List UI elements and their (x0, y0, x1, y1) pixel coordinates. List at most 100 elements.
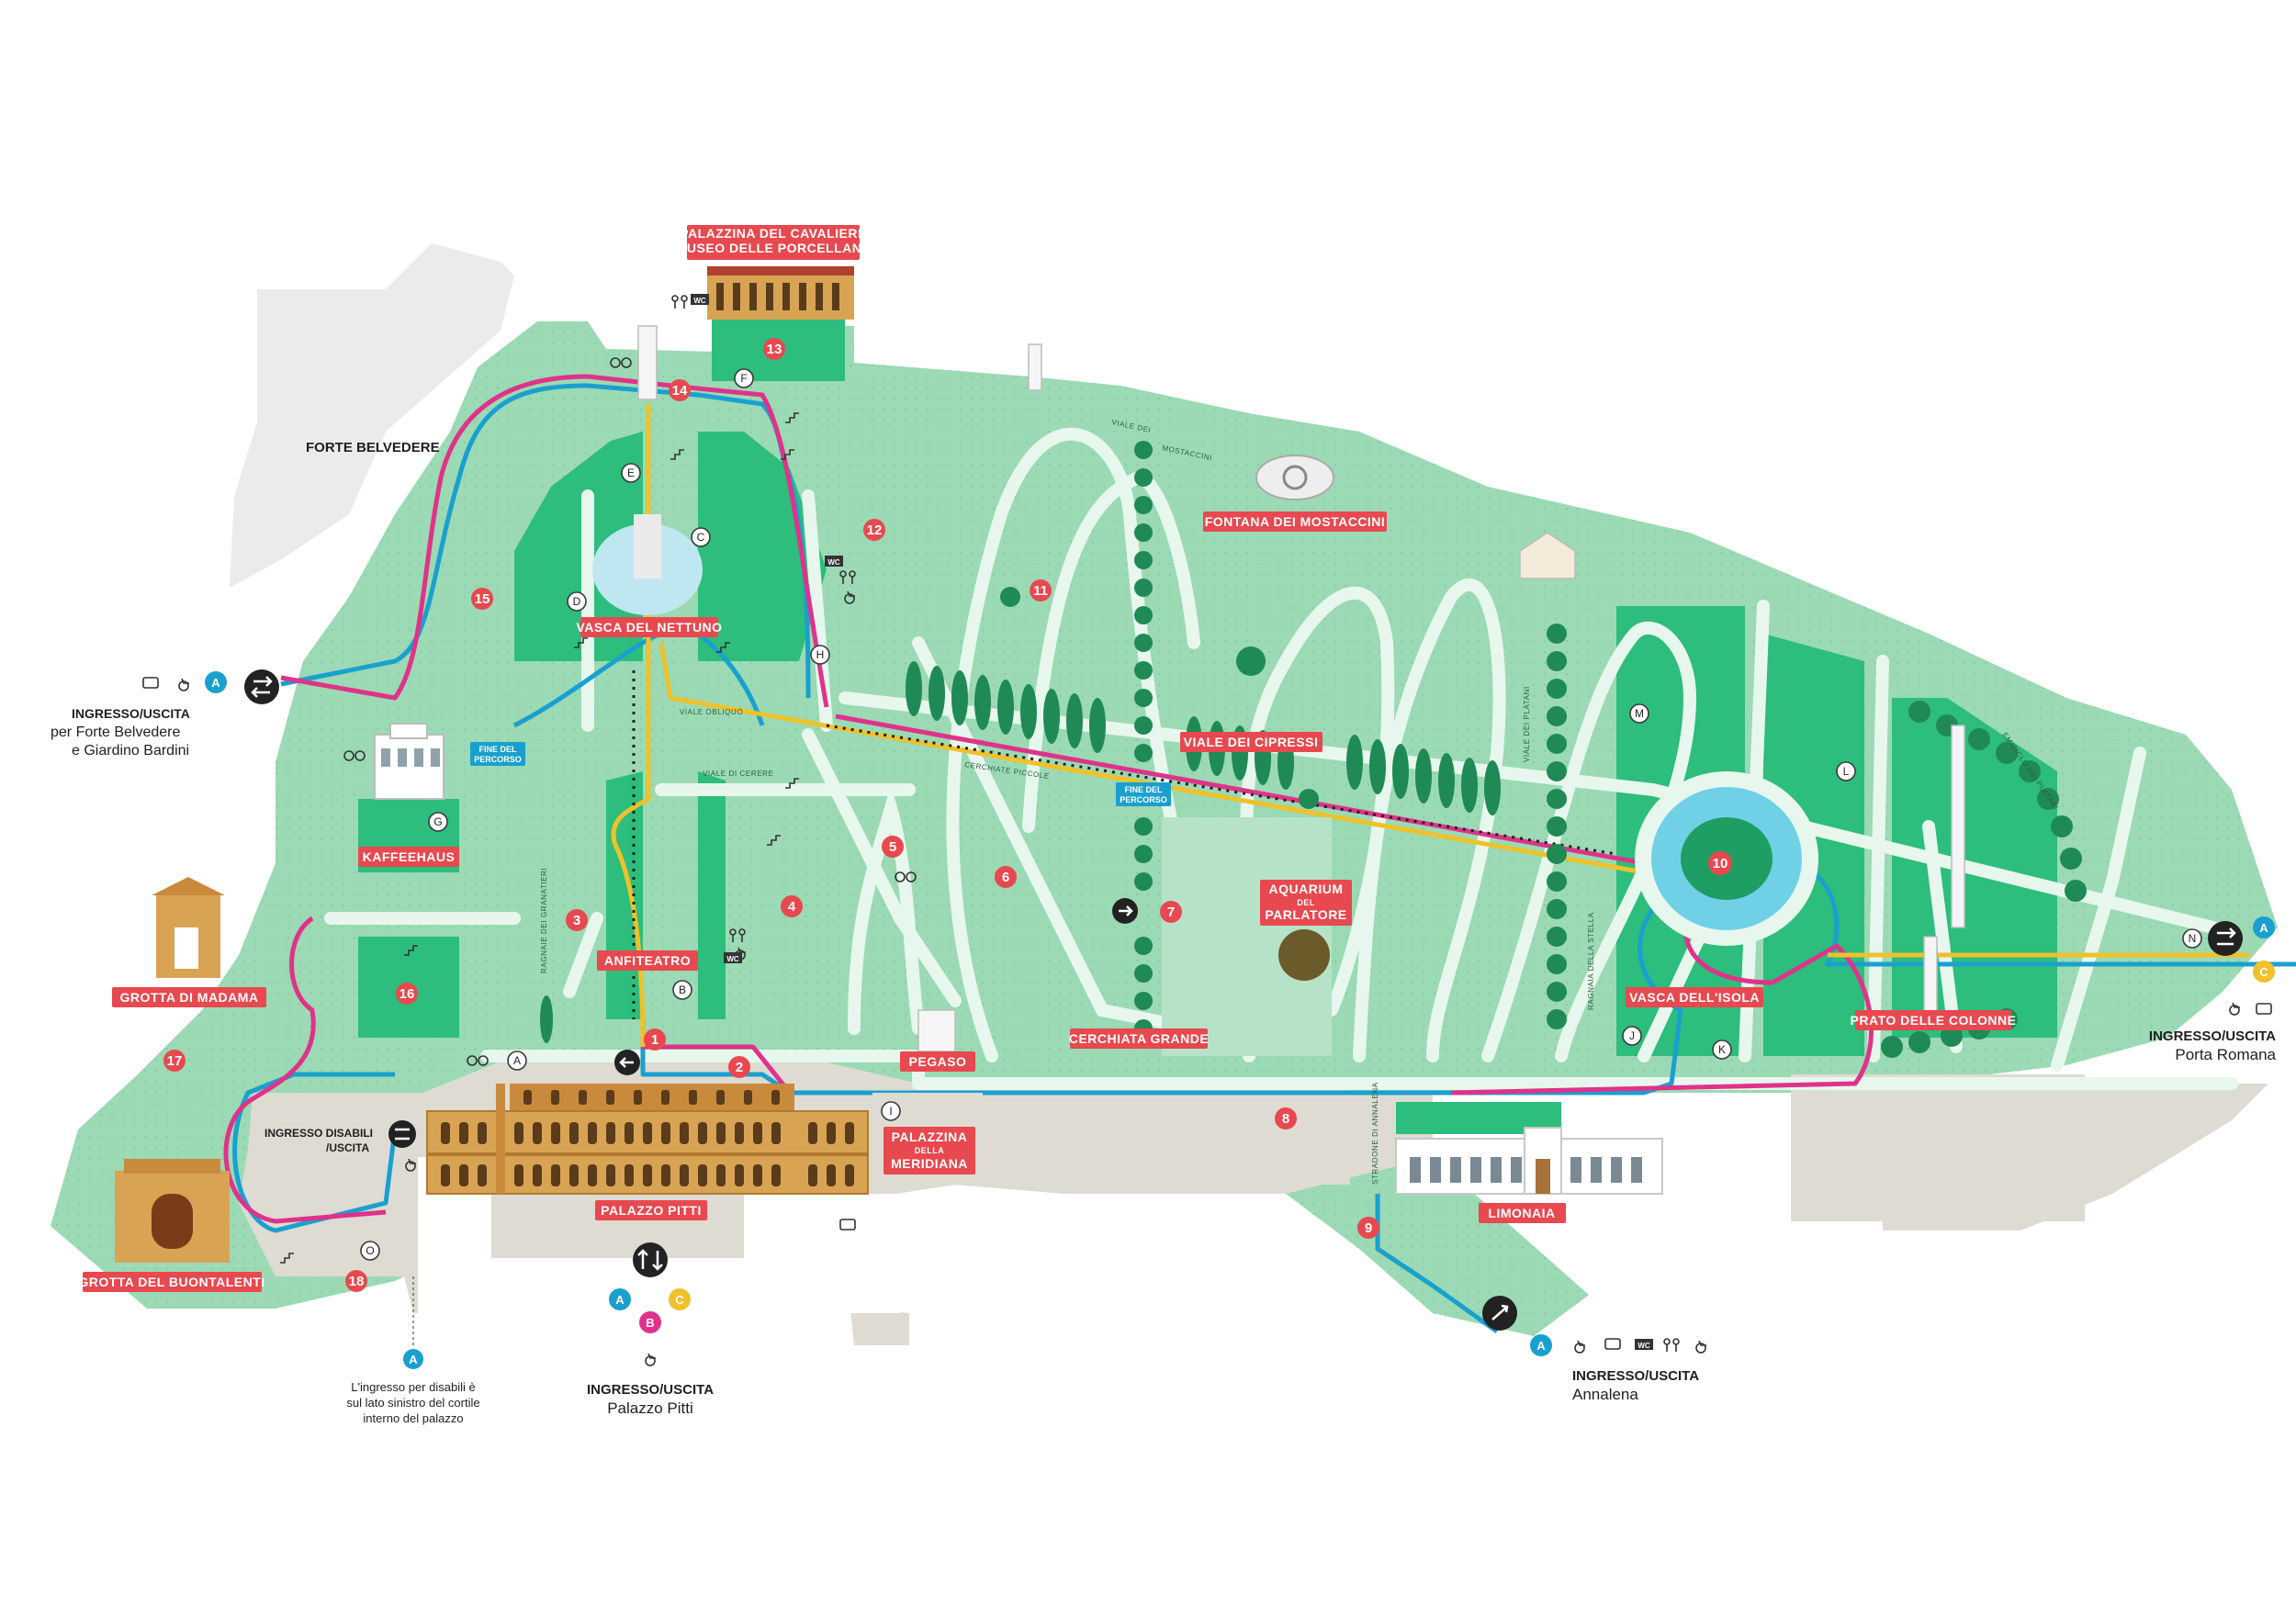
point-7[interactable]: 7 (1160, 901, 1182, 923)
wheelchair-icon (844, 590, 855, 604)
point-d[interactable]: D (567, 591, 587, 612)
point-j[interactable]: J (1622, 1026, 1642, 1046)
point-3[interactable]: 3 (566, 909, 588, 931)
label-aquarium: AQUARIUM DEL PARLATORE (1260, 880, 1352, 926)
svg-text:9: 9 (1365, 1220, 1372, 1236)
route-badge-a-romana: A (2253, 916, 2275, 938)
wc-icon: WC (691, 294, 709, 305)
point-8[interactable]: 8 (1275, 1107, 1297, 1129)
exit-arrows-icon[interactable] (1112, 898, 1138, 924)
point-n[interactable]: N (2182, 928, 2202, 949)
point-f[interactable]: F (734, 368, 754, 388)
exit-arrows-icon[interactable] (244, 669, 279, 704)
meridiana-text: MERIDIANA (891, 1156, 968, 1171)
wheelchair-icon (178, 678, 189, 691)
svg-text:A: A (1536, 1339, 1546, 1353)
route-badges: A A B C A A C A (205, 671, 2275, 1369)
entrance-pitti: INGRESSO/USCITA Palazzo Pitti (587, 1382, 714, 1417)
svg-text:RAGNAIE DEI GRANATIERI: RAGNAIE DEI GRANATIERI (540, 868, 548, 973)
point-1[interactable]: 1 (644, 1028, 666, 1051)
disabled-access-note: L'ingresso per disabili è sul lato sinis… (346, 1380, 479, 1425)
point-m[interactable]: M (1629, 703, 1649, 724)
point-a[interactable]: A (507, 1051, 527, 1071)
svg-text:F: F (740, 372, 747, 385)
exit-arrows-icon[interactable] (633, 1242, 668, 1277)
point-6[interactable]: 6 (995, 866, 1017, 888)
ticket-icon (839, 1219, 856, 1231)
tree-rows (1000, 441, 2087, 1058)
svg-text:H: H (816, 648, 825, 661)
label-fontana-mostaccini: FONTANA DEI MOSTACCINI (1203, 511, 1387, 532)
svg-text:VIALE DI CERERE: VIALE DI CERERE (703, 770, 773, 778)
binoculars-icon (610, 357, 632, 368)
grotta-buontalenti-text: GROTTA DEL BUONTALENTI (78, 1275, 264, 1289)
ticket-icon (142, 677, 159, 689)
anfiteatro-text: ANFITEATRO (604, 953, 691, 968)
svg-text:PERCORSO: PERCORSO (474, 755, 522, 764)
family-icon (729, 928, 746, 942)
palazzo-pitti-text: PALAZZO PITTI (601, 1203, 702, 1218)
point-5[interactable]: 5 (882, 836, 904, 858)
point-2[interactable]: 2 (728, 1056, 750, 1078)
point-9[interactable]: 9 (1357, 1217, 1379, 1239)
exit-arrows-icon[interactable] (388, 1120, 416, 1148)
point-13[interactable]: 13 (763, 338, 785, 360)
aquarium-garden (1162, 817, 1332, 1056)
label-palazzo-pitti: PALAZZO PITTI (595, 1200, 707, 1220)
forte-belvedere-area (230, 243, 514, 588)
point-i[interactable]: I (881, 1101, 901, 1121)
point-4[interactable]: 4 (781, 895, 803, 917)
wc-icon: WC (724, 952, 742, 963)
point-k[interactable]: K (1712, 1039, 1732, 1060)
vasca-nettuno-fountain (592, 514, 703, 615)
point-e[interactable]: E (621, 463, 641, 483)
point-o[interactable]: O (360, 1241, 380, 1261)
svg-text:e Giardino Bardini: e Giardino Bardini (72, 743, 189, 759)
amenity-icons (142, 295, 2272, 1366)
route-badge-a-pitti: A (609, 1288, 631, 1310)
point-16[interactable]: 16 (396, 983, 418, 1005)
svg-text:A: A (2259, 921, 2268, 935)
stairs-icon (670, 449, 684, 460)
pegaso-text: PEGASO (909, 1054, 967, 1069)
svg-text:18: 18 (349, 1274, 365, 1289)
palazzina-cavaliere-building (707, 266, 854, 320)
svg-text:3: 3 (573, 913, 580, 928)
ticket-icon (2256, 1003, 2272, 1015)
point-10[interactable]: 10 (1708, 851, 1732, 875)
svg-text:17: 17 (167, 1053, 183, 1069)
exit-arrows-icon[interactable] (614, 1050, 640, 1075)
kaffeehaus-building (374, 723, 445, 800)
point-g[interactable]: G (428, 812, 448, 832)
point-14[interactable]: 14 (669, 379, 691, 401)
stairs-icon (404, 945, 418, 956)
point-18[interactable]: 18 (345, 1270, 367, 1292)
point-17[interactable]: 17 (163, 1050, 186, 1072)
fontana-mostaccini-text: FONTANA DEI MOSTACCINI (1205, 514, 1386, 529)
svg-text:N: N (2189, 932, 2197, 945)
point-15[interactable]: 15 (471, 588, 493, 610)
point-b[interactable]: B (672, 980, 692, 1000)
exit-arrows-icon[interactable] (1482, 1296, 1517, 1331)
grotta-madama-building (152, 877, 225, 978)
wc-icon: WC (825, 556, 843, 567)
svg-text:PERCORSO: PERCORSO (1120, 795, 1167, 804)
svg-text:14: 14 (672, 383, 688, 399)
point-l[interactable]: L (1836, 761, 1856, 781)
svg-text:6: 6 (1002, 870, 1009, 885)
lettered-points: A B C D E F G H I J K L M N O (360, 368, 2202, 1261)
point-11[interactable]: 11 (1030, 579, 1052, 601)
pitti-windows (441, 1090, 854, 1186)
svg-text:A: A (615, 1293, 625, 1307)
exit-arrows-icon[interactable] (2208, 921, 2243, 956)
palazzina-meridiana-text: PALAZZINA (892, 1129, 968, 1144)
point-h[interactable]: H (810, 645, 830, 665)
svg-text:RAGNAIA DELLA STELLA: RAGNAIA DELLA STELLA (1587, 912, 1595, 1010)
museo-porcellane-text: MUSEO DELLE PORCELLANE (676, 241, 871, 255)
point-c[interactable]: C (691, 527, 711, 547)
svg-text:C: C (697, 531, 705, 544)
point-12[interactable]: 12 (863, 519, 885, 541)
svg-text:O: O (366, 1244, 374, 1257)
grotta-madama-text: GROTTA DI MADAMA (119, 990, 258, 1005)
